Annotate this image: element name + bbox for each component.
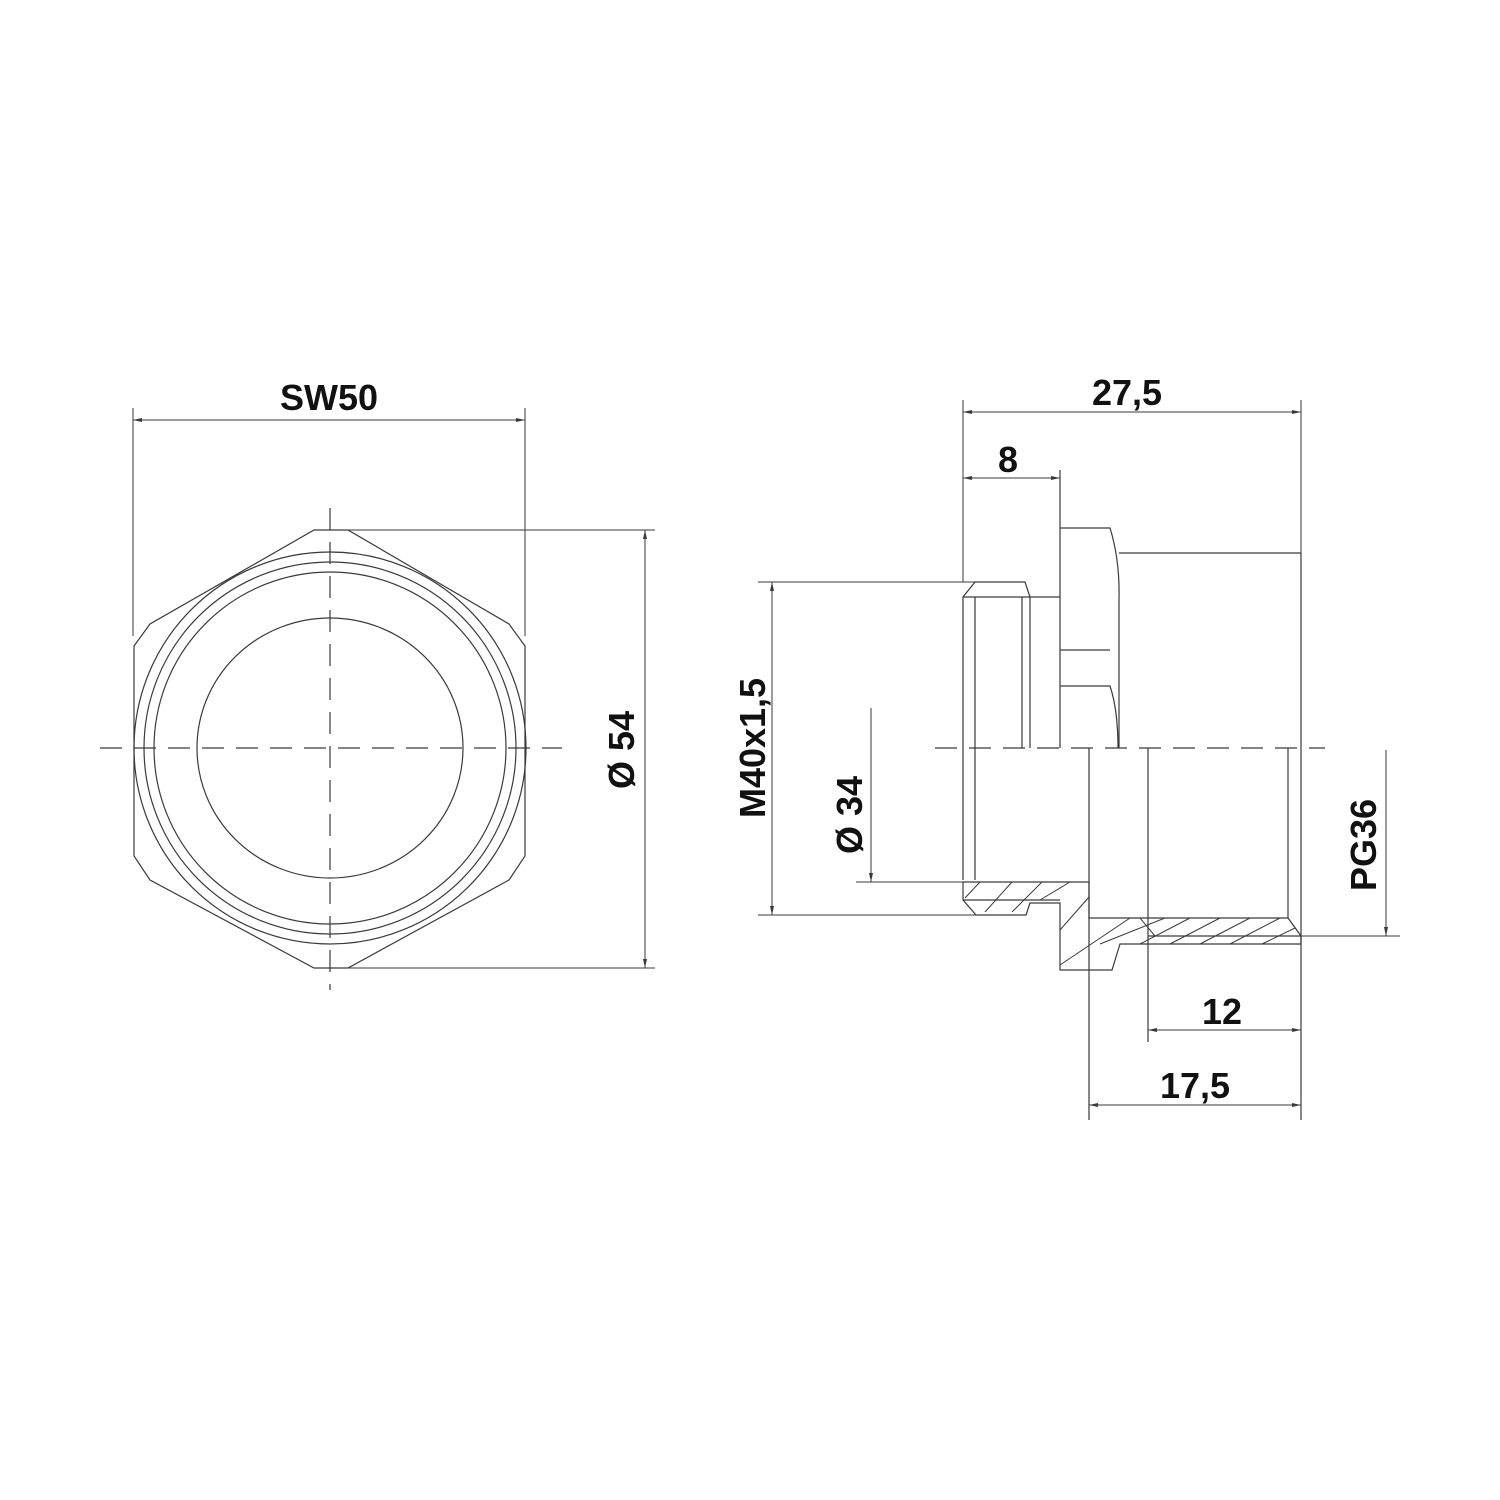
dia54-label: Ø 54 bbox=[601, 711, 642, 789]
hex-flange-outline bbox=[1059, 470, 1120, 749]
length-27-5-label: 27,5 bbox=[1092, 372, 1162, 413]
length-17-5-label: 17,5 bbox=[1160, 1065, 1230, 1106]
pg36-label: PG36 bbox=[1343, 799, 1384, 891]
section-view: 27,5 8 M40x1,5 Ø 34 PG36 12 17,5 bbox=[732, 372, 1400, 1120]
length-12-label: 12 bbox=[1202, 991, 1242, 1032]
dia34-label: Ø 34 bbox=[829, 776, 870, 854]
hatched-section-outline bbox=[962, 881, 1302, 971]
sw50-label: SW50 bbox=[280, 377, 378, 418]
length-8-label: 8 bbox=[998, 439, 1018, 480]
upper-thread-outline bbox=[962, 581, 1031, 748]
m40-thread-label: M40x1,5 bbox=[732, 678, 773, 818]
front-view: SW50 Ø 54 bbox=[100, 377, 655, 990]
hatching bbox=[964, 881, 1296, 966]
